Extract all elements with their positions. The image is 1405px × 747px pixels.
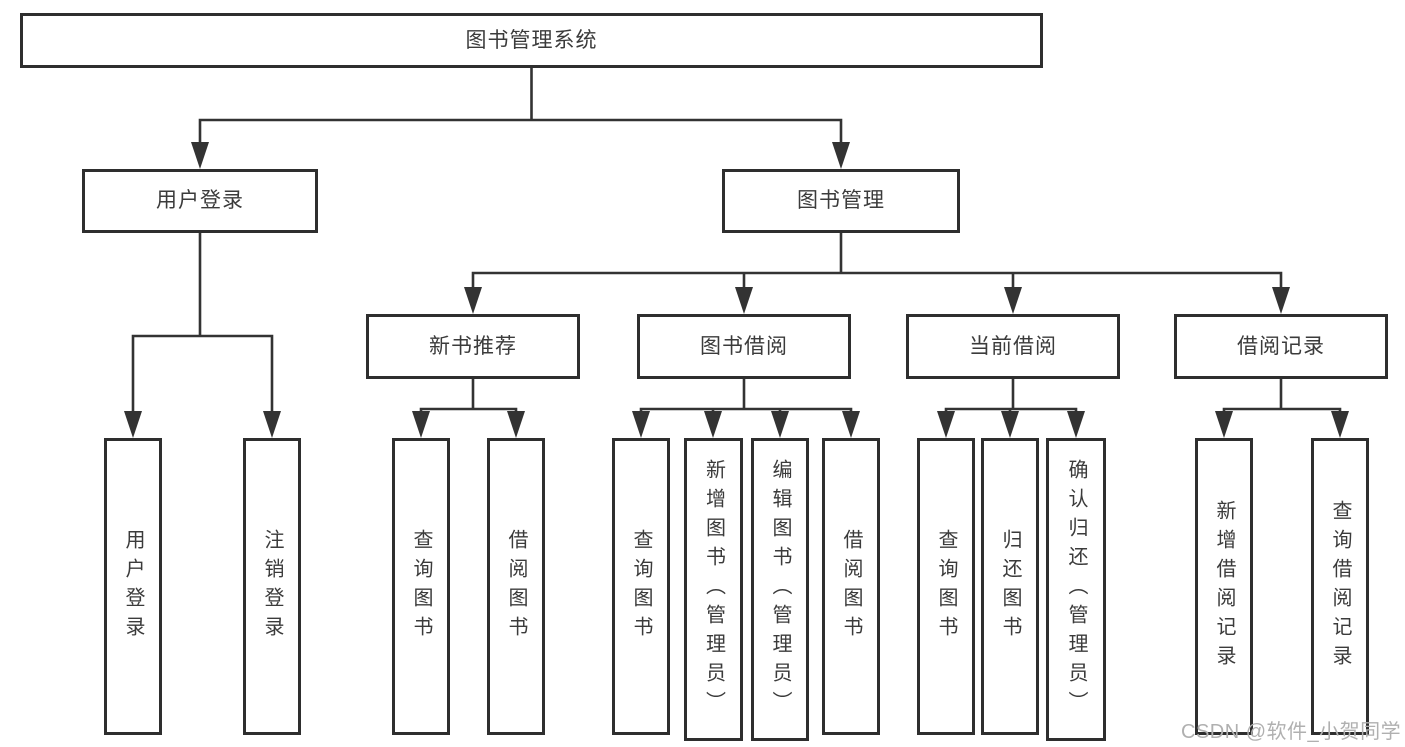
- arrowhead: [124, 411, 142, 438]
- leaf-query-books-2: 查询图书: [612, 438, 670, 735]
- arrowhead: [771, 411, 789, 438]
- arrowhead: [704, 411, 722, 438]
- node-borrow-records: 借阅记录: [1174, 314, 1388, 379]
- arrowhead: [632, 411, 650, 438]
- node-borrow-records-label: 借阅记录: [1237, 334, 1325, 358]
- leaf-confirm-return-admin: 确认归还（管理员）: [1046, 438, 1106, 741]
- leaf-query-books-3-label: 查询图书: [935, 528, 957, 645]
- leaf-edit-book-admin: 编辑图书（管理员）: [751, 438, 809, 741]
- arrowhead: [263, 411, 281, 438]
- arrowhead: [1001, 411, 1019, 438]
- arrowhead: [937, 411, 955, 438]
- leaf-confirm-return-admin-label: 确认归还（管理员）: [1065, 459, 1087, 720]
- node-book-management: 图书管理: [722, 169, 960, 233]
- connector-root-children: [198, 68, 843, 146]
- arrowhead: [1004, 287, 1022, 314]
- arrowhead: [507, 411, 525, 438]
- connector-current-borrow-children: [944, 379, 1078, 416]
- connector-book-mgmt-children: [471, 233, 1283, 292]
- connector-new-book-rec-children: [419, 379, 518, 416]
- node-new-book-recommend: 新书推荐: [366, 314, 580, 379]
- node-current-borrow: 当前借阅: [906, 314, 1120, 379]
- leaf-add-book-admin-label: 新增图书（管理员）: [702, 459, 725, 720]
- arrowhead: [1331, 411, 1349, 438]
- watermark: CSDN @软件_小贺同学: [1181, 721, 1402, 743]
- leaf-query-books-1: 查询图书: [392, 438, 450, 735]
- arrowhead: [1067, 411, 1085, 438]
- leaf-borrow-books-1: 借阅图书: [487, 438, 545, 735]
- connector-book-borrow-children: [639, 379, 853, 416]
- leaf-return-book: 归还图书: [981, 438, 1039, 735]
- arrowhead: [464, 287, 482, 314]
- arrowhead: [191, 142, 209, 169]
- leaf-logout-label: 注销登录: [261, 528, 283, 645]
- leaf-query-books-3: 查询图书: [917, 438, 975, 735]
- leaf-add-book-admin: 新增图书（管理员）: [684, 438, 743, 741]
- leaf-query-borrow-record: 查询借阅记录: [1311, 438, 1369, 735]
- leaf-query-books-1-label: 查询图书: [410, 528, 432, 645]
- arrowhead: [842, 411, 860, 438]
- arrowhead: [1272, 287, 1290, 314]
- node-user-login-label: 用户登录: [156, 189, 244, 213]
- connector-borrow-record-children: [1222, 379, 1342, 416]
- arrowhead: [1215, 411, 1233, 438]
- leaf-query-books-2-label: 查询图书: [630, 528, 652, 645]
- node-current-borrow-label: 当前借阅: [969, 334, 1057, 358]
- node-book-management-label: 图书管理: [797, 189, 885, 213]
- leaf-borrow-books-2-label: 借阅图书: [840, 528, 862, 645]
- node-root: 图书管理系统: [20, 13, 1043, 68]
- leaf-user-login: 用户登录: [104, 438, 162, 735]
- arrowhead: [832, 142, 850, 169]
- leaf-query-borrow-record-label: 查询借阅记录: [1329, 499, 1351, 674]
- leaf-add-borrow-record-label: 新增借阅记录: [1213, 499, 1235, 674]
- node-new-book-recommend-label: 新书推荐: [429, 334, 517, 358]
- node-root-label: 图书管理系统: [465, 28, 598, 52]
- leaf-return-book-label: 归还图书: [999, 528, 1021, 645]
- connector-user-login-children: [131, 233, 274, 414]
- arrowhead: [412, 411, 430, 438]
- node-user-login: 用户登录: [82, 169, 318, 233]
- leaf-user-login-label: 用户登录: [122, 528, 144, 645]
- leaf-edit-book-admin-label: 编辑图书（管理员）: [769, 459, 791, 720]
- leaf-add-borrow-record: 新增借阅记录: [1195, 438, 1253, 735]
- node-book-borrow-label: 图书借阅: [700, 334, 788, 358]
- leaf-logout: 注销登录: [243, 438, 301, 735]
- node-book-borrow: 图书借阅: [637, 314, 851, 379]
- arrowhead: [735, 287, 753, 314]
- leaf-borrow-books-1-label: 借阅图书: [505, 528, 527, 645]
- leaf-borrow-books-2: 借阅图书: [822, 438, 880, 735]
